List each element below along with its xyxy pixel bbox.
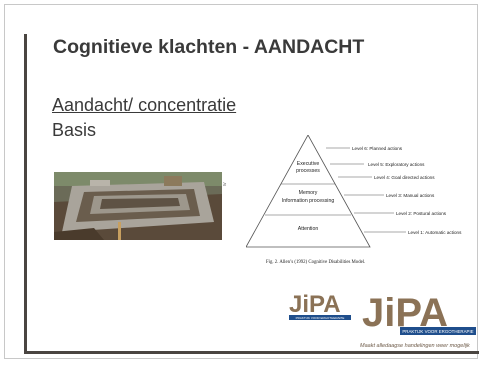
jipa-logo-large-sub: PRAKTIJK VOOR ERGOTHERAPIE — [402, 329, 473, 334]
jipa-logo-small-text: JiPA — [289, 291, 341, 318]
accent-bar-left — [24, 34, 27, 354]
jipa-tagline: Maakt alledaagse handelingen weer mogeli… — [360, 343, 470, 349]
diagram-caption: Fig. 2. Allen’s (1992) Cognitive Disabil… — [266, 260, 365, 265]
tier-memory-line2: Information processing — [282, 198, 335, 204]
tier-attention: Attention — [298, 226, 319, 232]
level-2-label: Level 2: Postural actions — [396, 211, 447, 216]
slide-title: Cognitieve klachten - AANDACHT — [53, 36, 365, 58]
level-6-label: Level 6: Planned actions — [352, 146, 403, 151]
foundation-photo — [54, 172, 222, 240]
level-4-label: Level 4: Goal directed actions — [374, 175, 435, 180]
photo-mark: ≥ — [223, 182, 227, 188]
tier-executive-line2: processes — [296, 168, 320, 174]
jipa-logo-small-sub: PRAKTIJK VOOR ERGOTHERAPIE — [296, 316, 345, 320]
level-5-label: Level 5: Exploratory actions — [368, 162, 425, 167]
level-1-label: Level 1: Automatic actions — [408, 230, 462, 235]
accent-bar-bottom — [24, 351, 479, 354]
tier-memory-line1: Memory — [299, 190, 318, 196]
allen-model-diagram: Executive processes Memory Information p… — [246, 135, 462, 265]
tier-executive-line1: Executive — [297, 161, 320, 167]
jipa-logo-large: JiPA PRAKTIJK VOOR ERGOTHERAPIE — [362, 291, 476, 335]
jipa-logo-small: JiPA PRAKTIJK VOOR ERGOTHERAPIE — [289, 291, 351, 320]
body-text: Basis — [52, 120, 97, 140]
slide-subtitle: Aandacht/ concentratie — [52, 95, 237, 115]
level-3-label: Level 3: Manual actions — [386, 193, 435, 198]
